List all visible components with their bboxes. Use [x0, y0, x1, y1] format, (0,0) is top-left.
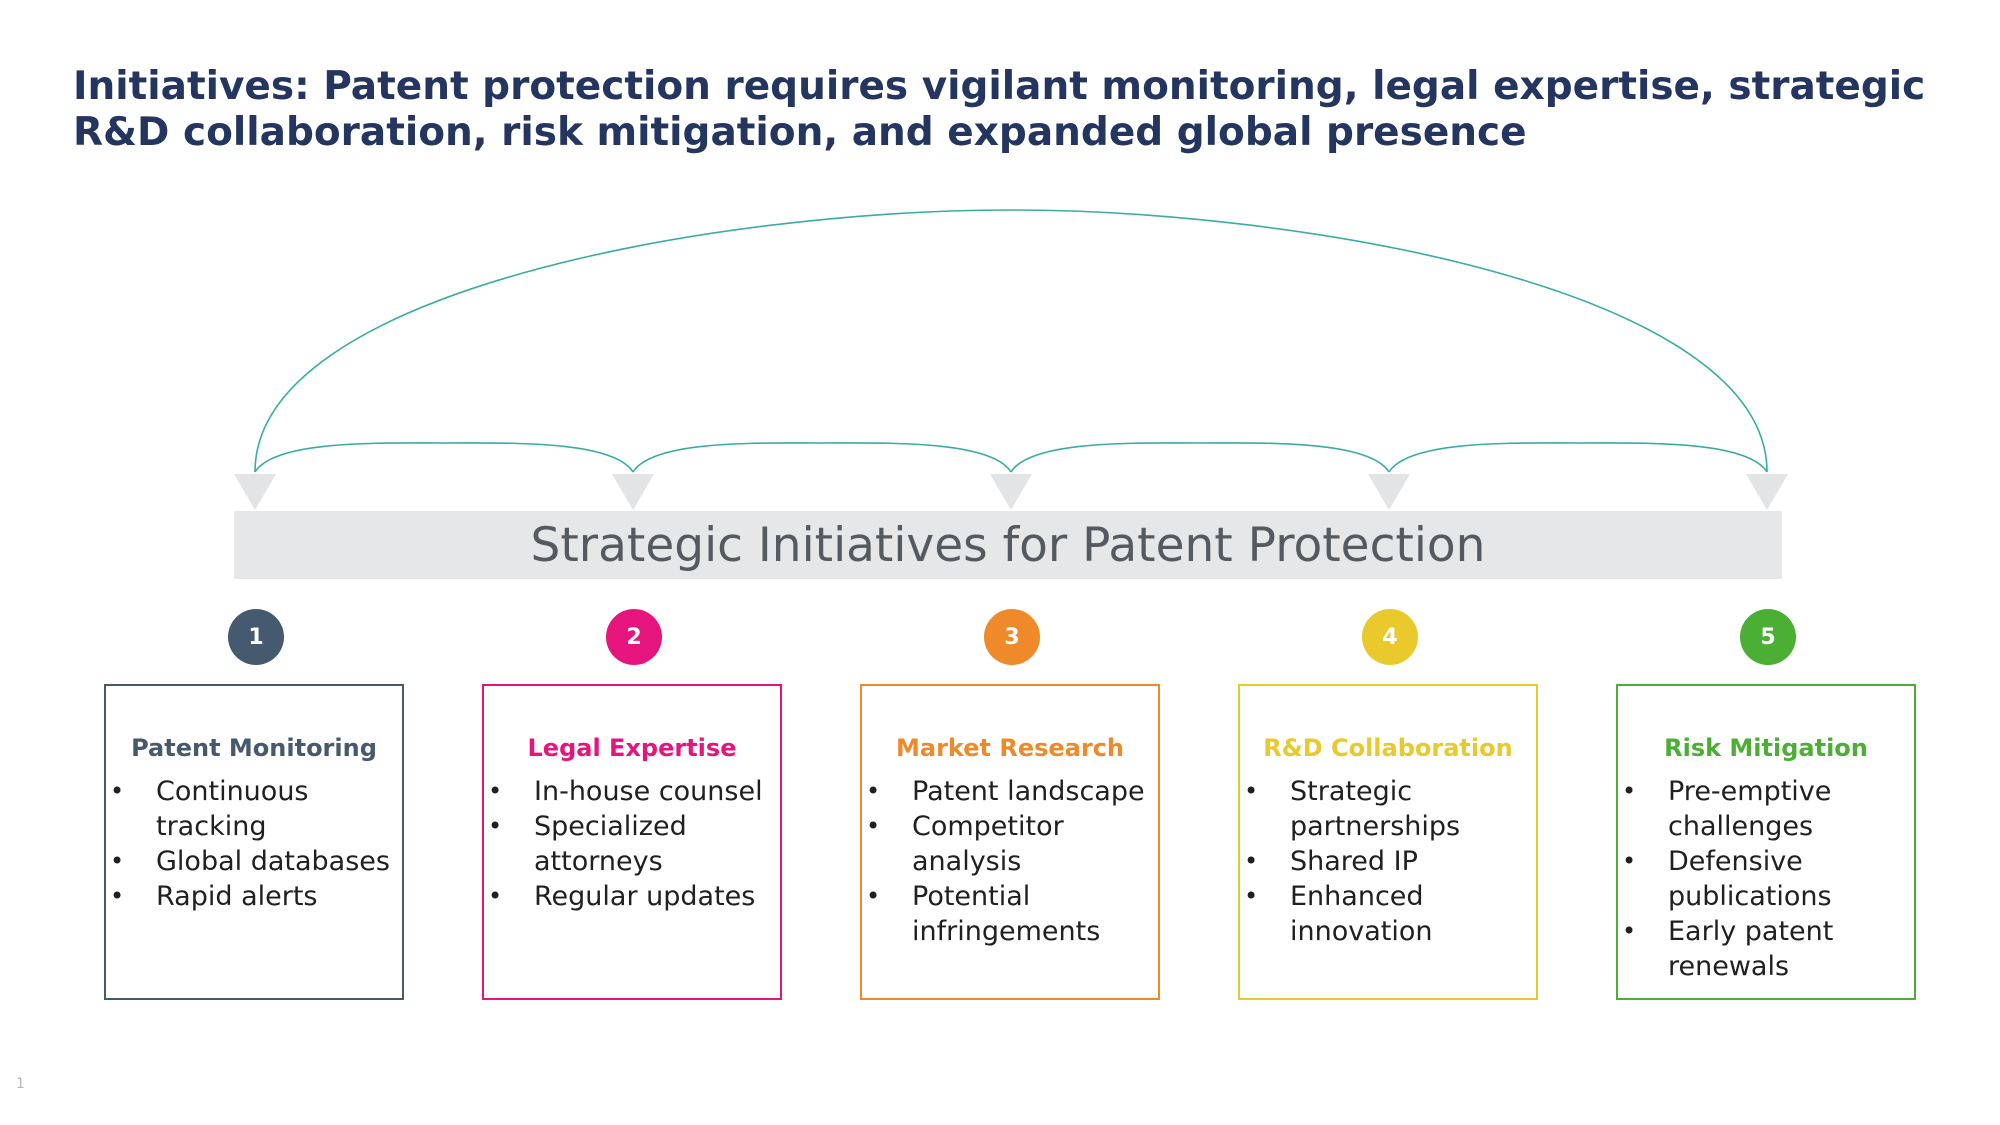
bullet-item: Rapid alerts [106, 879, 402, 914]
banner: Strategic Initiatives for Patent Protect… [234, 511, 1782, 579]
bullet-item: In-house counsel [484, 774, 780, 809]
bullet-item: Regular updates [484, 879, 780, 914]
bullet-item: Potential infringements [862, 879, 1158, 949]
card-5: Risk Mitigation Pre-emptive challenges D… [1616, 684, 1916, 1000]
card-4: R&D Collaboration Strategic partnerships… [1238, 684, 1538, 1000]
arrow-4 [1368, 474, 1410, 510]
step-badge-1: 1 [228, 609, 284, 665]
arrow-5 [1746, 474, 1788, 510]
bullet-list: In-house counsel Specialized attorneys R… [484, 774, 780, 914]
arc-1-2 [254, 442, 634, 473]
arc-3-4 [1010, 442, 1390, 473]
down-arrows [234, 474, 1788, 510]
card-heading: Market Research [896, 734, 1124, 762]
bullet-item: Global databases [106, 844, 402, 879]
slide-title: Initiatives: Patent protection requires … [73, 64, 1926, 155]
bullet-item: Pre-emptive challenges [1618, 774, 1914, 844]
step-badge-4: 4 [1362, 609, 1418, 665]
page-number: 1 [16, 1076, 25, 1092]
bullet-item: Shared IP [1240, 844, 1536, 879]
step-badge-3: 3 [984, 609, 1040, 665]
arc-2-3 [632, 442, 1012, 473]
bullet-list: Pre-emptive challenges Defensive publica… [1618, 774, 1914, 984]
bullet-item: Defensive publications [1618, 844, 1914, 914]
card-heading: Risk Mitigation [1664, 734, 1868, 762]
arc-large [254, 209, 1768, 473]
card-1: Patent Monitoring Continuous tracking Gl… [104, 684, 404, 1000]
step-badge-5: 5 [1740, 609, 1796, 665]
card-3: Market Research Patent landscape Competi… [860, 684, 1160, 1000]
bullet-list: Patent landscape Competitor analysis Pot… [862, 774, 1158, 949]
bullet-list: Continuous tracking Global databases Rap… [106, 774, 402, 914]
bullet-item: Enhanced innovation [1240, 879, 1536, 949]
bullet-item: Competitor analysis [862, 809, 1158, 879]
step-badge-2: 2 [606, 609, 662, 665]
arrow-1 [234, 474, 276, 510]
card-2: Legal Expertise In-house counsel Special… [482, 684, 782, 1000]
arrow-3 [990, 474, 1032, 510]
bullet-item: Continuous tracking [106, 774, 402, 844]
arc-4-5 [1388, 442, 1768, 473]
bullet-item: Strategic partnerships [1240, 774, 1536, 844]
card-heading: Patent Monitoring [131, 734, 377, 762]
bullet-item: Specialized attorneys [484, 809, 780, 879]
bullet-item: Early patent renewals [1618, 914, 1914, 984]
card-heading: Legal Expertise [527, 734, 737, 762]
bullet-item: Patent landscape [862, 774, 1158, 809]
bullet-list: Strategic partnerships Shared IP Enhance… [1240, 774, 1536, 949]
arrow-2 [612, 474, 654, 510]
banner-title: Strategic Initiatives for Patent Protect… [530, 517, 1486, 573]
card-heading: R&D Collaboration [1263, 734, 1513, 762]
